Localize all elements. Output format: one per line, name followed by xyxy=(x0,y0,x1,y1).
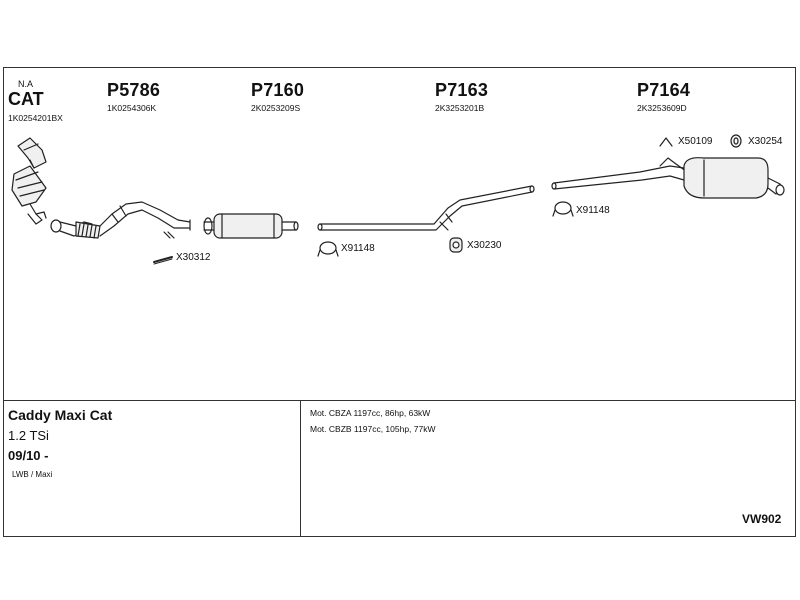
motor-line-1: Mot. CBZA 1197cc, 86hp, 63kW xyxy=(310,408,431,418)
clamp-rear-icon xyxy=(552,201,574,217)
hanger-icon xyxy=(659,137,673,147)
part-number-p5786[interactable]: P5786 xyxy=(107,80,161,100)
part-oem-p7164: 2K3253609D xyxy=(637,103,687,113)
part-number-p7160[interactable]: P7160 xyxy=(251,80,305,100)
cat-code[interactable]: CAT xyxy=(8,89,44,109)
part-number-p7163[interactable]: P7163 xyxy=(435,80,489,100)
diagram-frame xyxy=(3,67,796,537)
info-divider-vertical xyxy=(300,400,301,537)
rubber-mount-icon xyxy=(449,237,463,253)
cat-oem-number: 1K0254201BX xyxy=(8,113,63,123)
vehicle-engine: 1.2 TSi xyxy=(8,428,49,443)
catalytic-converter[interactable] xyxy=(11,137,47,225)
accessory-x50109[interactable]: X50109 xyxy=(678,136,713,147)
info-divider-horizontal xyxy=(3,400,796,401)
middle-muffler-p7160[interactable] xyxy=(203,213,299,239)
diagram-reference: VW902 xyxy=(742,512,782,526)
motor-line-2: Mot. CBZB 1197cc, 105hp, 77kW xyxy=(310,424,436,434)
part-oem-p7163: 2K3253201B xyxy=(435,103,485,113)
gasket-icon xyxy=(153,256,173,265)
accessory-x91148-front[interactable]: X91148 xyxy=(341,243,375,254)
rubber-ring-icon xyxy=(730,134,742,148)
clamp-icon xyxy=(317,241,339,257)
accessory-x30254[interactable]: X30254 xyxy=(748,136,783,147)
intermediate-pipe-p7163[interactable] xyxy=(317,185,535,231)
accessory-x91148-rear[interactable]: X91148 xyxy=(576,205,610,216)
front-pipe-p5786[interactable] xyxy=(50,201,191,239)
vehicle-model: Caddy Maxi Cat xyxy=(8,407,113,423)
accessory-x30230[interactable]: X30230 xyxy=(467,240,502,251)
rear-muffler-p7164[interactable] xyxy=(551,157,785,199)
part-oem-p7160: 2K0253209S xyxy=(251,103,301,113)
part-number-p7164[interactable]: P7164 xyxy=(637,80,691,100)
vehicle-years: 09/10 - xyxy=(8,448,49,463)
part-oem-p5786: 1K0254306K xyxy=(107,103,157,113)
vehicle-body: LWB / Maxi xyxy=(12,470,53,479)
cat-na-label: N.A xyxy=(18,79,34,89)
accessory-x30312[interactable]: X30312 xyxy=(176,252,211,263)
